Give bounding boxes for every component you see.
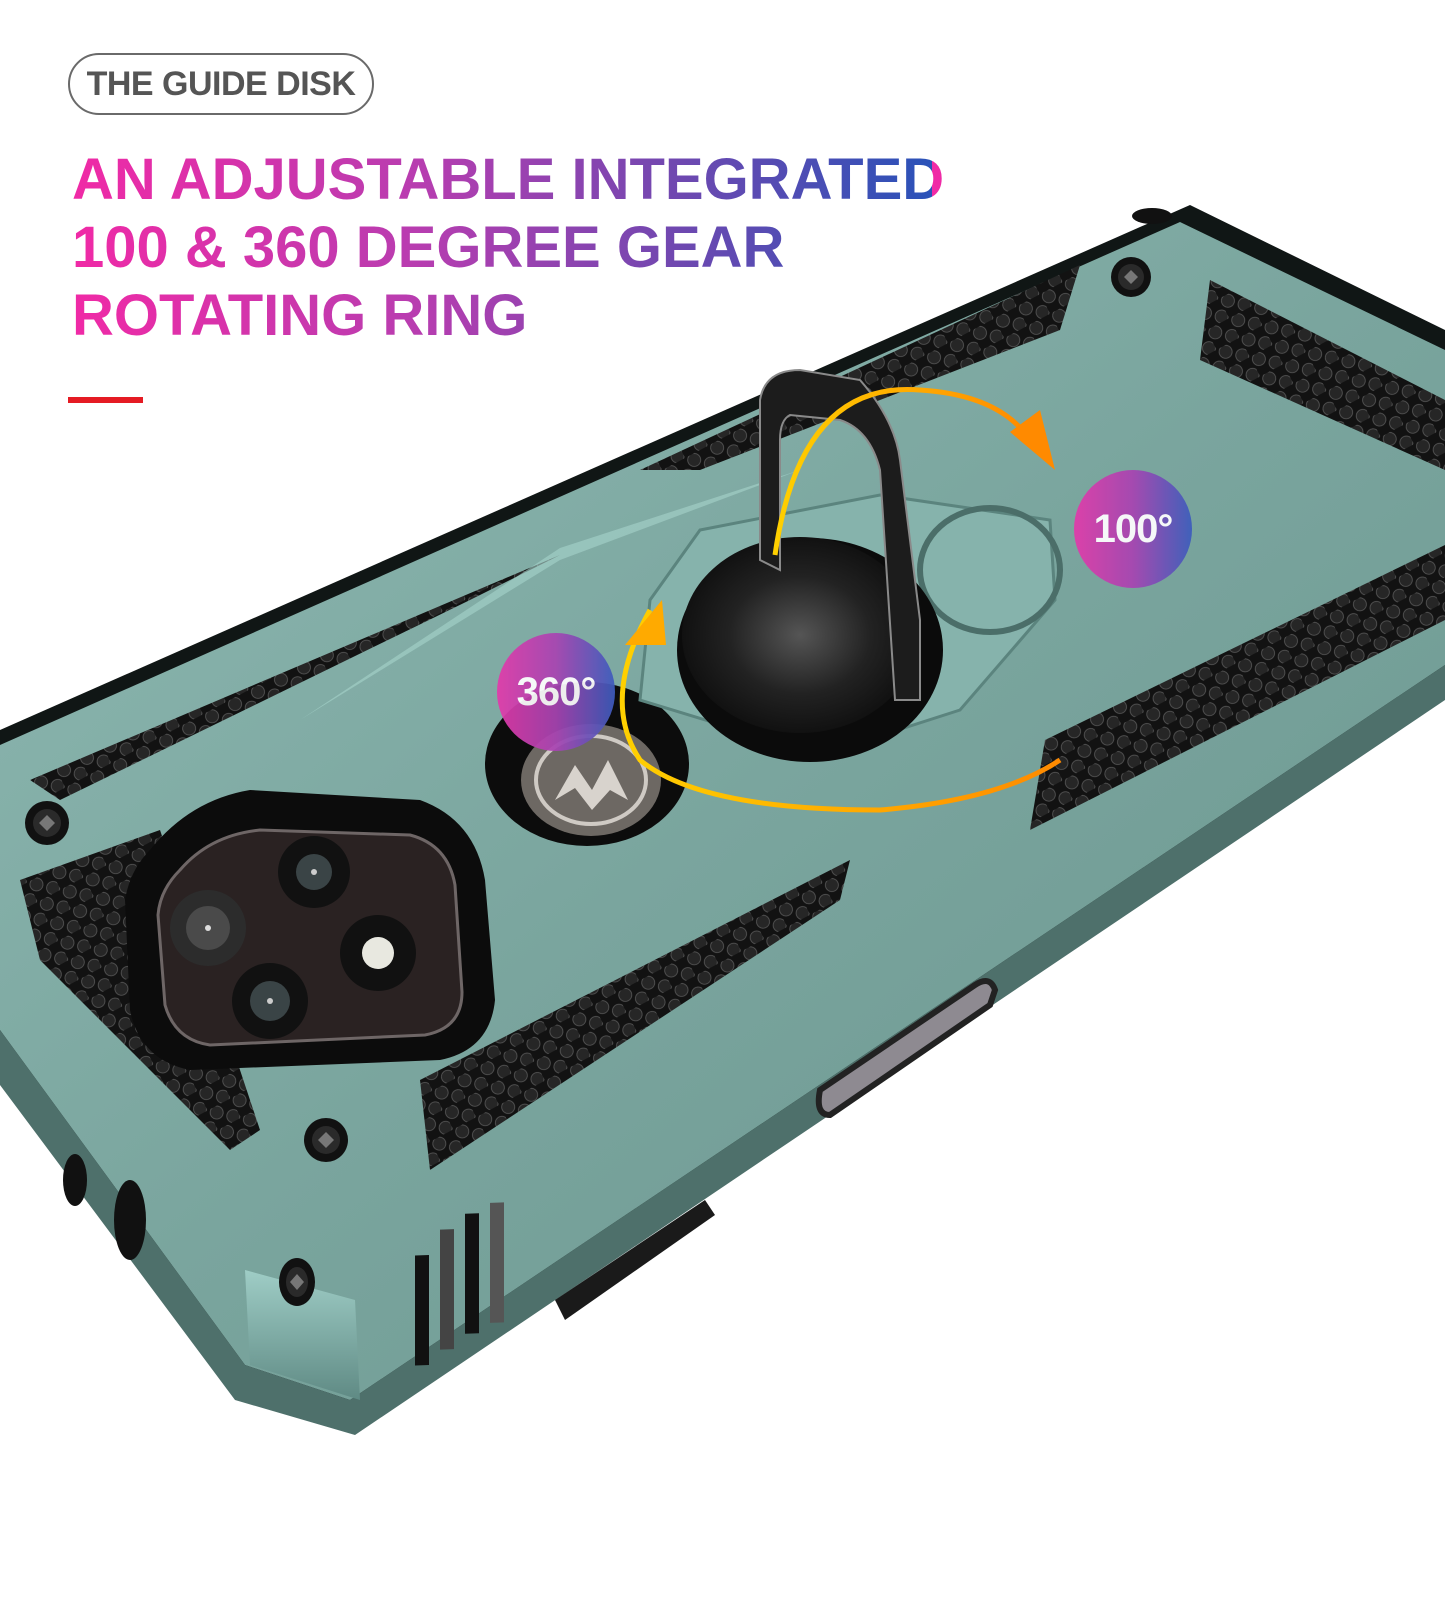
screw-icon: [25, 801, 69, 845]
camera-lens-icon: [232, 963, 308, 1039]
armor-panel-top: [640, 265, 1080, 470]
side-button: [555, 1200, 715, 1320]
armor-panel-right: [1030, 545, 1445, 830]
tilt-angle-label: 100°: [1093, 506, 1174, 551]
rotation-angle-label: 360°: [516, 669, 597, 714]
tilt-angle-badge: 100°: [1074, 470, 1192, 588]
camera-lens-icon: [170, 890, 246, 966]
tilt-arrow: [772, 386, 1033, 556]
rotation-angle-badge: 360°: [497, 633, 615, 751]
camera-lens-icon: [278, 836, 350, 908]
rotating-ring-disc: [677, 537, 943, 762]
side-button: [815, 978, 999, 1119]
screw-icon: [279, 1258, 315, 1306]
headline-line-1: AN ADJUSTABLE INTEGRATED: [72, 147, 945, 212]
headline-line-2: 100 & 360 DEGREE GEAR: [72, 214, 944, 282]
armor-panel-mid: [420, 860, 850, 1170]
screw-icon: [304, 1118, 348, 1162]
screw-icon: [1111, 257, 1151, 297]
arrow-head-icon: [625, 600, 666, 645]
bottom-vents: [415, 1202, 504, 1366]
arrow-head-icon: [1010, 410, 1055, 470]
camera-module: [125, 790, 495, 1070]
section-tag-pill: THE GUIDE DISK: [68, 53, 374, 115]
section-tag-label: THE GUIDE DISK: [86, 64, 356, 103]
armor-panel-top-right: [1200, 280, 1445, 470]
flash-icon: [340, 915, 416, 991]
ring-kickstand: [759, 368, 921, 701]
rotation-arrow: [619, 608, 1062, 813]
headline-line-3: ROTATING RING: [72, 282, 944, 350]
headline: AN ADJUSTABLE INTEGRATED 100 & 360 DEGRE…: [72, 146, 944, 350]
armor-panel-top-left: [30, 555, 560, 800]
accent-divider: [68, 397, 143, 403]
